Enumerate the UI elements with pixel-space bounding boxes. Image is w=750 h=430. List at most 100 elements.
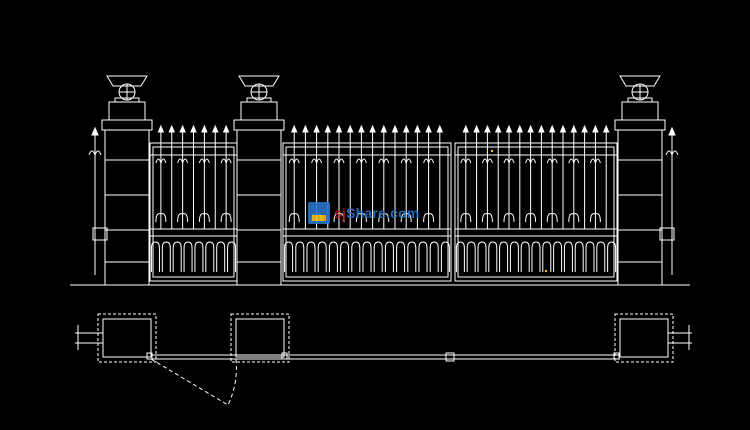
pillar-right-lamp-top	[619, 75, 661, 87]
gate-panel-center-right-lower-scroll-9	[546, 213, 558, 223]
fence-stub-left-base	[92, 227, 108, 241]
gate-panel-left-finial-scroll-7	[220, 158, 232, 165]
gate-panel-left-lower-scroll-3	[177, 213, 189, 223]
gate-panel-center-right-finial-scroll-5	[503, 158, 515, 165]
gate-panel-center-right-band-loop-6	[520, 241, 530, 272]
gate-panel-center-left-frame	[282, 142, 452, 282]
gate-panel-left-band-loop-2	[172, 241, 182, 272]
gate-panel-center-right-spear-11	[570, 124, 578, 133]
gate-panel-center-right-band-loop-7	[531, 241, 541, 272]
gate-panel-left-lower-scroll-1	[155, 213, 167, 223]
gate-panel-center-left-lower-scroll-7	[355, 213, 367, 223]
gate-panel-center-left-spear-10	[391, 124, 399, 133]
pillar-right-cap-band	[614, 119, 666, 131]
gate-panel-center-left-finial-scroll-7	[355, 158, 367, 165]
gate-panel-center-left-band-loop-1	[295, 241, 305, 272]
gate-panel-center-right-frame	[454, 142, 618, 282]
gate-panel-center-right-spear-6	[516, 124, 524, 133]
gate-panel-center-right-spear-12	[581, 124, 588, 133]
gate-panel-center-left-spear-13	[425, 124, 432, 133]
fence-stub-right	[659, 126, 679, 275]
gate-panel-center-right-lower-scroll-1	[460, 213, 472, 223]
accent-mark-1	[490, 149, 494, 153]
gate-panel-center-left-lower-scroll-13	[423, 213, 435, 223]
gate-panel-center-left-band-loop-3	[317, 241, 327, 272]
gate-panel-center-left-spear-12	[414, 124, 421, 133]
gate-panel-center-right-inner-frame	[457, 146, 615, 278]
gate-panel-center-right-spear-2	[473, 124, 480, 133]
pillar-plan-left-outer	[102, 318, 152, 358]
gate-panel-center-left-spear-1	[290, 124, 298, 133]
gate-panel-center-right-band-loop-5	[509, 241, 519, 272]
fence-stub-right-spear	[668, 126, 676, 136]
pillar-right	[614, 75, 666, 286]
track-end-left	[146, 352, 153, 360]
gate-panel-center-left-band-loop-7	[362, 241, 372, 272]
pillar-left-outer-lamp-top	[106, 75, 148, 87]
fence-stub-left-spear	[91, 126, 99, 136]
pillar-plan-left-inner	[235, 318, 285, 358]
pillar-left-inner-cap-band	[233, 119, 285, 131]
gate-panel-center-right-spear-9	[548, 124, 556, 133]
gate-panel-center-left-spear-4	[324, 124, 332, 133]
gate-panel-left-spear-2	[168, 124, 175, 133]
gate-panel-left-band-loop-7	[227, 241, 237, 272]
gate-panel-center-right-spear-14	[602, 124, 610, 133]
pillar-left-inner-cap	[240, 101, 278, 121]
gate-plan	[75, 313, 692, 406]
gate-panel-center-right-band-loop-1	[466, 241, 476, 272]
pillar-plan-right	[619, 318, 669, 358]
gate-panel-center-left-lower-scroll-9	[378, 213, 390, 223]
gate-elevation	[70, 75, 690, 286]
gate-panel-center-left-spear-11	[402, 124, 410, 133]
track-end-right	[613, 352, 620, 360]
fence-stub-left-scroll	[88, 150, 102, 157]
pillar-left-inner-lamp-top	[238, 75, 280, 87]
gate-panel-center-right-finial-scroll-3	[481, 158, 493, 165]
pillar-left-inner-lamp-base	[246, 97, 272, 103]
pillar-left-inner	[233, 75, 285, 286]
gate-panel-left-band-loop-3	[183, 241, 193, 272]
gate-panel-left-band-loop-6	[216, 241, 226, 272]
gate-panel-center-right-band-loop-10	[563, 241, 573, 272]
gate-panel-left-spear-3	[179, 124, 186, 133]
gate-panel-center-right-spear-4	[494, 124, 502, 133]
gate-panel-center-left-spear-14	[436, 124, 444, 133]
gate-panel-center-left-spear-7	[358, 124, 365, 133]
gate-panel-center-left-inner-frame	[285, 146, 449, 278]
gate-panel-left-lower-scroll-7	[220, 213, 232, 223]
pillar-plan-left-inner-outline	[230, 313, 290, 363]
gate-panel-center-right-spear-10	[559, 124, 567, 133]
gate-panel-center-left-band-loop-9	[384, 241, 394, 272]
swing-arc	[227, 358, 237, 406]
gate-panel-left-spear-5	[201, 124, 208, 133]
fence-stub-left	[88, 126, 108, 275]
pillar-right-cap	[621, 101, 659, 121]
gate-panel-center-left-spear-5	[335, 124, 343, 133]
gate-panel-left-finial-scroll-3	[177, 158, 189, 165]
watermark: sjShare.com	[308, 202, 419, 224]
gate-panel-center-left-band-loop-5	[340, 241, 350, 272]
gate-panel-center-right-band-loop-4	[499, 241, 509, 272]
gate-panel-center-left-band-loop-6	[351, 241, 361, 272]
gate-panel-center-right-lower-scroll-5	[503, 213, 515, 223]
gate-panel-center-right-band-loop-12	[585, 241, 595, 272]
gate-panel-left-spear-4	[190, 124, 197, 133]
gate-panel-left-spear-1	[157, 124, 165, 133]
gate-panel-left-band-loop-5	[205, 241, 215, 272]
gate-panel-left-spear-7	[222, 124, 230, 133]
gate-panel-center-left-spear-3	[313, 124, 320, 133]
pillar-left-outer-lamp-base	[114, 97, 140, 103]
pillar-plan-right-outline	[614, 313, 674, 363]
gate-panel-left-band-loop-1	[161, 241, 171, 272]
gate-panel-center-left-band-loop-8	[373, 241, 383, 272]
gate-panel-center-right-band-loop-3	[488, 241, 498, 272]
gate-panel-left-band-loop-4	[194, 241, 204, 272]
gate-panel-center-right-band-loop-8	[542, 241, 552, 272]
gate-panel-left-finial-scroll-5	[198, 158, 210, 165]
gate-panel-center-right-lower-scroll-7	[525, 213, 537, 223]
watermark-brand-colored: sj	[334, 205, 347, 221]
gate-panel-center-right-spear-13	[592, 124, 599, 133]
pillar-left-outer-cap	[108, 101, 146, 121]
gate-panel-center-right-lower-scroll-11	[568, 213, 580, 223]
